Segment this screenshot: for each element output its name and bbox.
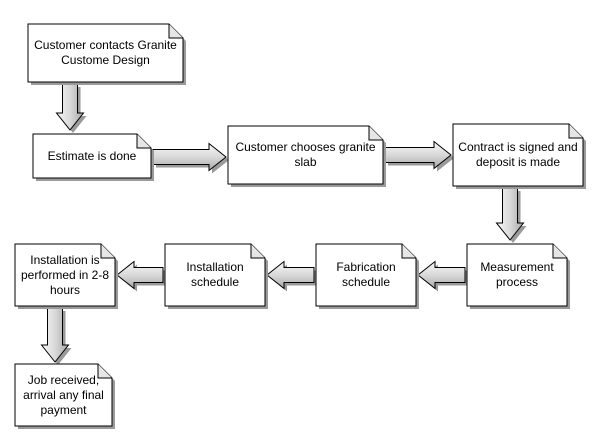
node-fold <box>168 24 183 39</box>
node-received <box>14 363 115 429</box>
shapes-layer <box>14 23 586 429</box>
node-fold <box>136 134 151 149</box>
node-box <box>164 243 266 307</box>
node-installation-schedule-label: Installation schedule <box>186 260 244 289</box>
node-fold <box>552 244 567 259</box>
node-installation-performed-label: Installation is performed in 2-8 hours <box>20 252 110 297</box>
node-choose <box>227 125 386 187</box>
node-fabrication-label: Fabrication schedule <box>336 260 396 289</box>
arrow-estimate-choose <box>152 142 229 174</box>
node-estimate-label: Estimate is done <box>47 148 137 163</box>
node-fabrication <box>315 243 419 309</box>
node-box <box>27 23 184 83</box>
node-fold <box>368 126 383 141</box>
arrow-choose-contract <box>384 140 454 172</box>
node-box <box>452 123 584 187</box>
arrow-measure-fabrication <box>417 260 468 292</box>
arrow-body <box>40 307 70 363</box>
arrow-body <box>152 142 227 172</box>
node-customer-contacts-label: Customer contacts Granite Custome Design <box>34 38 177 67</box>
arrow-install-received <box>40 307 72 365</box>
node-box <box>14 243 116 307</box>
arrow-contract-measure <box>495 187 527 243</box>
arrow-install-sched-install <box>116 260 166 292</box>
node-install-sched <box>164 243 268 309</box>
arrow-body <box>116 260 164 290</box>
node-fold <box>100 244 115 259</box>
node-box <box>315 243 417 307</box>
node-box <box>227 125 384 185</box>
node-fold <box>401 244 416 259</box>
arrow-contact-estimate <box>55 83 87 133</box>
arrow-fabrication-install-sched <box>266 260 317 292</box>
node-fold <box>568 124 583 139</box>
node-box <box>14 363 113 427</box>
node-box <box>466 243 568 307</box>
arrow-body <box>417 260 466 290</box>
arrow-body <box>384 140 452 170</box>
arrow-body <box>55 83 85 131</box>
arrow-body <box>495 187 525 241</box>
arrows-layer <box>40 83 527 365</box>
node-box <box>32 133 152 179</box>
node-estimate <box>32 133 154 181</box>
node-fold <box>97 364 112 379</box>
node-contract-signed-label: Contract is signed and deposit is made <box>458 140 578 169</box>
node-fold <box>250 244 265 259</box>
node-contract <box>452 123 586 189</box>
arrow-body <box>266 260 315 290</box>
node-measure <box>466 243 570 309</box>
node-customer-chooses-label: Customer chooses granite slab <box>235 140 376 169</box>
node-install <box>14 243 118 309</box>
node-job-received-label: Job received, arrival any final payment <box>23 372 104 417</box>
node-measurement-label: Measurement process <box>480 260 554 289</box>
node-contact <box>27 23 186 85</box>
